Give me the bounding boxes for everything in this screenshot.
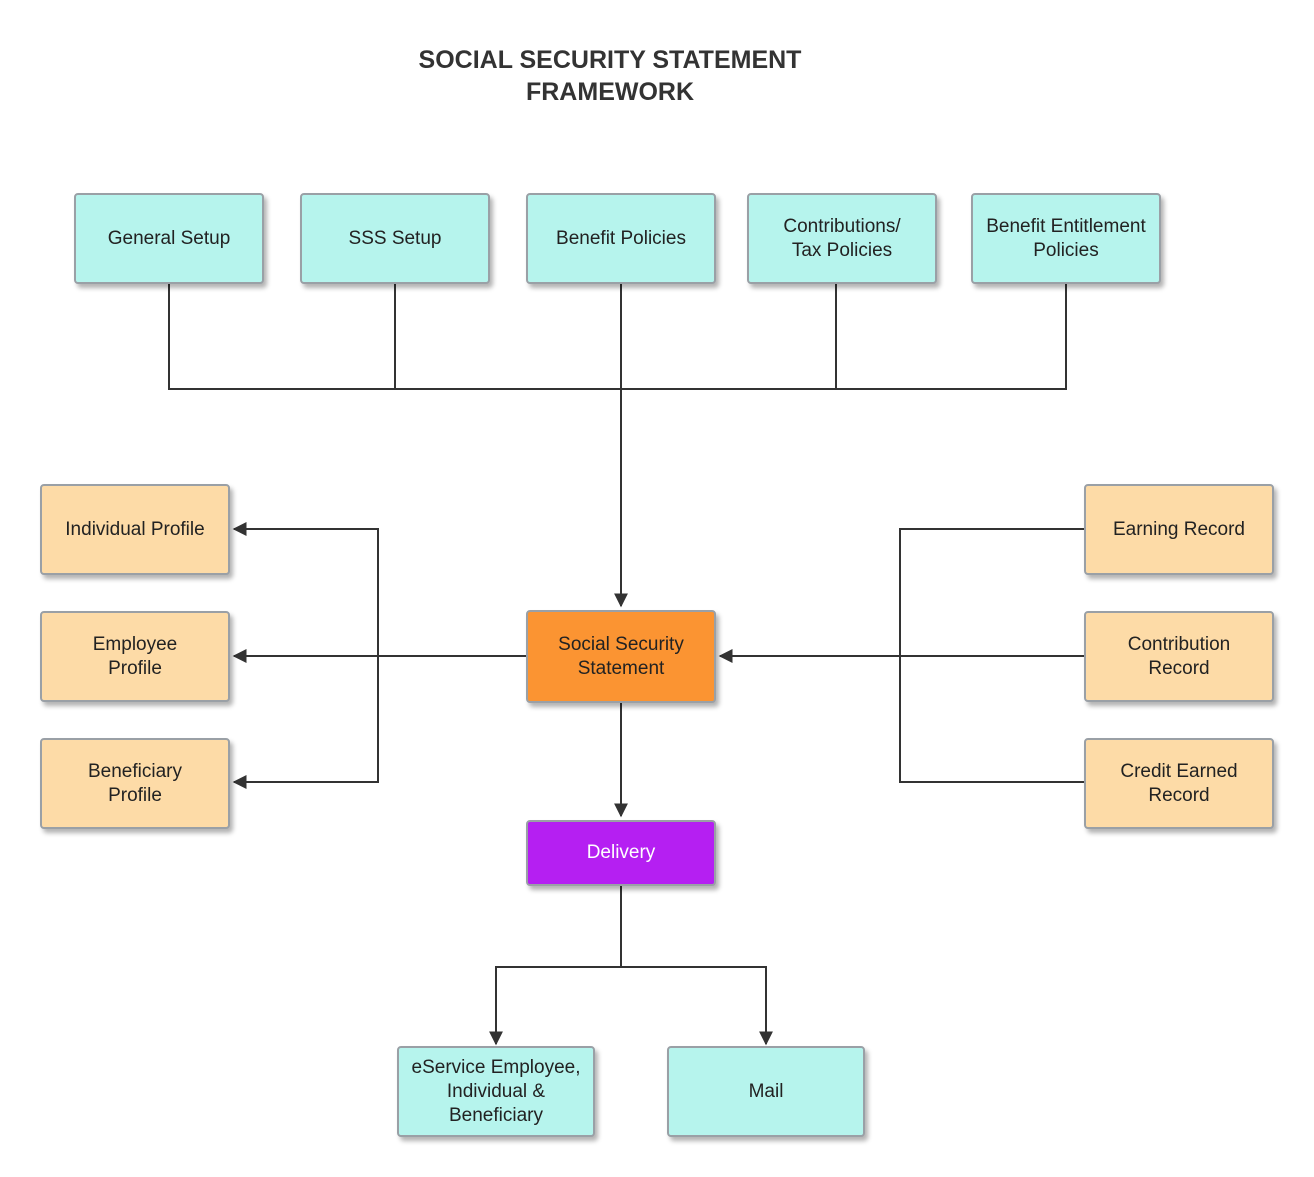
benefit-policies-node: Benefit Policies bbox=[526, 193, 716, 284]
diagram-title-line-1: SOCIAL SECURITY STATEMENT bbox=[418, 46, 802, 74]
credit-earned-record-node: Credit Earned Record bbox=[1084, 738, 1274, 829]
sss-setup-node: SSS Setup bbox=[300, 193, 490, 284]
connector-benefit-entitlement bbox=[621, 284, 1067, 390]
connector-general-setup bbox=[168, 284, 621, 390]
mail-node: Mail bbox=[667, 1046, 865, 1137]
social-security-statement-node: Social Security Statement bbox=[526, 610, 716, 703]
diagram-title-line-2: FRAMEWORK bbox=[525, 78, 695, 106]
connector-credit-earned-record bbox=[899, 656, 1084, 783]
connector-branch-to-individual-profile bbox=[232, 522, 379, 656]
beneficiary-profile-node: Beneficiary Profile bbox=[40, 738, 230, 829]
general-setup-node: General Setup bbox=[74, 193, 264, 284]
diagram-title: SOCIAL SECURITY STATEMENT FRAMEWORK bbox=[360, 44, 860, 108]
individual-profile-node: Individual Profile bbox=[40, 484, 230, 575]
connector-delivery-to-eservice bbox=[489, 886, 622, 1046]
delivery-node: Delivery bbox=[526, 820, 716, 886]
connector-branch-to-beneficiary-profile bbox=[232, 656, 379, 789]
eservice-node: eService Employee, Individual & Benefici… bbox=[397, 1046, 595, 1137]
benefit-entitlement-policies-node: Benefit Entitlement Policies bbox=[971, 193, 1161, 284]
connector-earning-record bbox=[899, 528, 1084, 656]
earning-record-node: Earning Record bbox=[1084, 484, 1274, 575]
employee-profile-node: Employee Profile bbox=[40, 611, 230, 702]
connector-delivery-to-mail bbox=[621, 966, 773, 1046]
contributions-tax-policies-node: Contributions/ Tax Policies bbox=[747, 193, 937, 284]
contribution-record-node: Contribution Record bbox=[1084, 611, 1274, 702]
